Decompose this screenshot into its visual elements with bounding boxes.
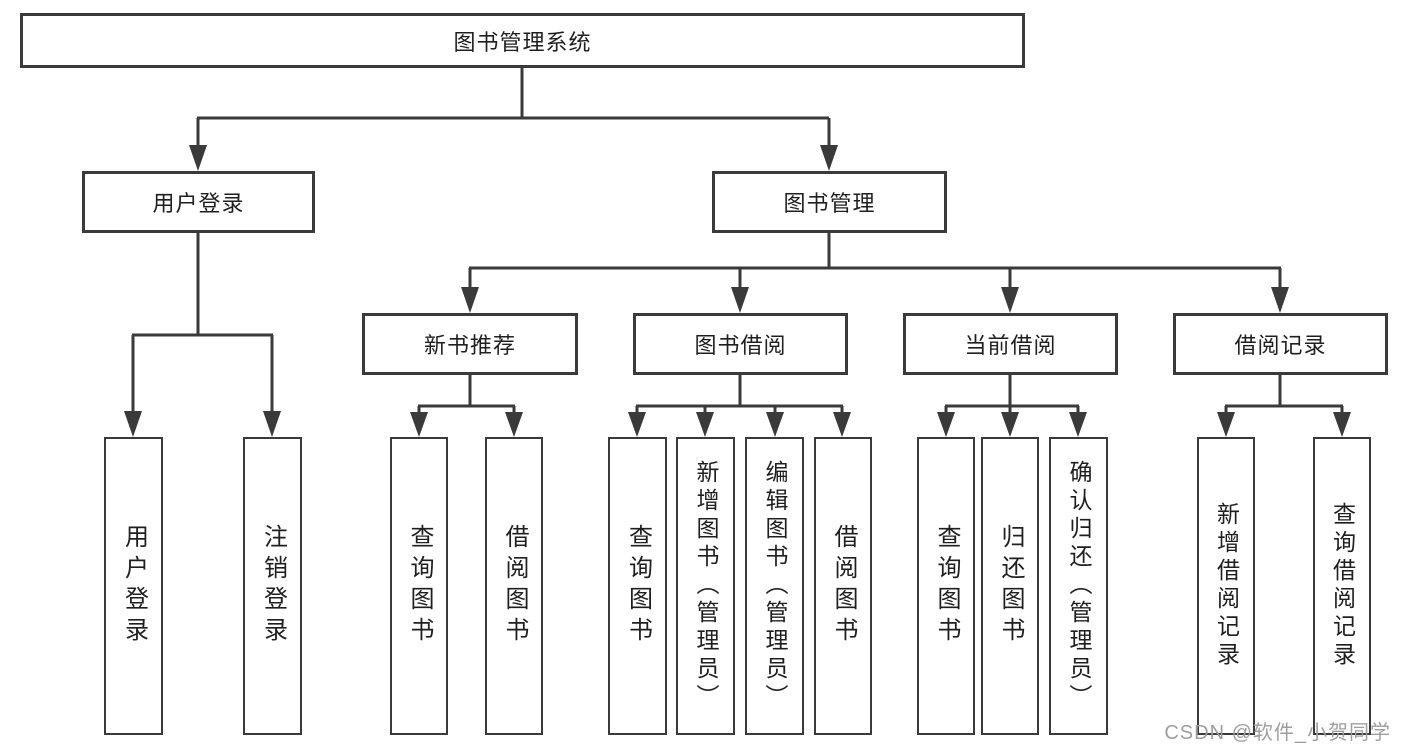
leaf-query-books-current: 查询图书 <box>917 437 975 735</box>
node-label: 图书管理系统 <box>453 29 592 55</box>
connector-new-book-children <box>410 375 523 437</box>
node-book-borrow: 图书借阅 <box>633 313 848 375</box>
node-label: 借阅记录 <box>1234 333 1327 358</box>
node-label: 归还图书 <box>997 524 1024 648</box>
leaf-edit-books-admin: 编辑图书（管理员） <box>745 437 804 735</box>
node-label: 图书管理 <box>783 191 876 216</box>
node-label: 借阅图书 <box>830 524 857 648</box>
leaf-query-books-recommend: 查询图书 <box>390 437 448 735</box>
leaf-borrow-books-recommend: 借阅图书 <box>485 437 543 735</box>
node-label: 用户登录 <box>152 191 245 216</box>
leaf-borrow-books: 借阅图书 <box>814 437 872 735</box>
leaf-logout: 注销登录 <box>243 437 302 735</box>
connector-book-borrow-children <box>628 375 851 437</box>
watermark: CSDN @软件_小贺同学 <box>1164 722 1391 744</box>
node-label: 用户登录 <box>120 524 148 648</box>
leaf-query-borrow-record: 查询借阅记录 <box>1313 437 1371 735</box>
connector-user-login-children <box>124 233 281 437</box>
node-borrow-records: 借阅记录 <box>1173 313 1388 375</box>
leaf-return-books: 归还图书 <box>981 437 1039 735</box>
connector-book-management-children <box>461 233 1289 313</box>
connector-current-borrow-children <box>937 375 1087 437</box>
node-label: 新增借阅记录 <box>1213 502 1240 670</box>
node-label: 注销登录 <box>259 524 287 648</box>
node-label: 新书推荐 <box>423 333 516 358</box>
node-label: 查询借阅记录 <box>1329 502 1356 670</box>
node-label: 新增图书（管理员） <box>693 460 719 712</box>
node-book-management: 图书管理 <box>712 171 947 233</box>
node-label: 图书借阅 <box>694 333 787 358</box>
node-label: 借阅图书 <box>501 524 528 648</box>
leaf-confirm-return-admin: 确认归还（管理员） <box>1049 437 1108 735</box>
connector-borrow-records-children <box>1217 375 1351 437</box>
node-current-borrow: 当前借阅 <box>903 313 1118 375</box>
node-label: 查询图书 <box>624 524 652 648</box>
node-label: 查询图书 <box>933 524 960 648</box>
node-label: 当前借阅 <box>964 333 1057 358</box>
node-label: 确认归还（管理员） <box>1066 460 1092 712</box>
leaf-add-books-admin: 新增图书（管理员） <box>676 437 735 735</box>
leaf-query-books-borrow: 查询图书 <box>608 437 667 735</box>
node-label: 编辑图书（管理员） <box>762 460 788 712</box>
node-new-book-recommend: 新书推荐 <box>362 313 578 375</box>
leaf-add-borrow-record: 新增借阅记录 <box>1197 437 1255 735</box>
node-user-login: 用户登录 <box>82 171 315 233</box>
leaf-user-login: 用户登录 <box>104 437 163 735</box>
connector-root-to-level2 <box>189 68 838 171</box>
node-system-root: 图书管理系统 <box>20 13 1025 68</box>
node-label: 查询图书 <box>406 524 433 648</box>
